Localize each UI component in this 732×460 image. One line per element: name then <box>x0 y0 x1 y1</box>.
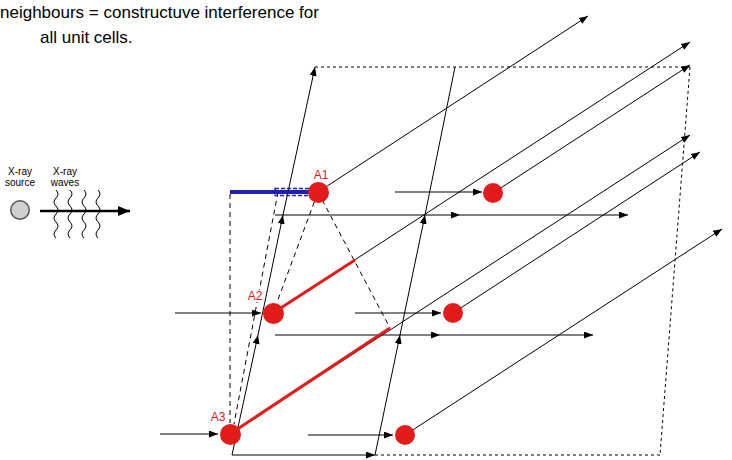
dashed-connector <box>277 202 315 303</box>
waves-label: X-ray waves <box>43 166 87 188</box>
atom: A3 <box>220 424 241 445</box>
atom-shape <box>263 303 284 324</box>
atom-label: A3 <box>210 411 227 423</box>
atom-shape <box>220 424 241 445</box>
atom-label: A2 <box>247 290 264 302</box>
atom: A2 <box>263 303 284 324</box>
atom-shape <box>308 182 329 203</box>
source-label: X-ray source <box>0 166 42 188</box>
note-text: neighbours = constructuve interference f… <box>0 0 330 50</box>
atom-label: A1 <box>313 169 330 181</box>
xray-source: X-ray source <box>10 200 30 220</box>
xray-source-shape <box>10 200 30 220</box>
atom: A1 <box>308 182 329 203</box>
